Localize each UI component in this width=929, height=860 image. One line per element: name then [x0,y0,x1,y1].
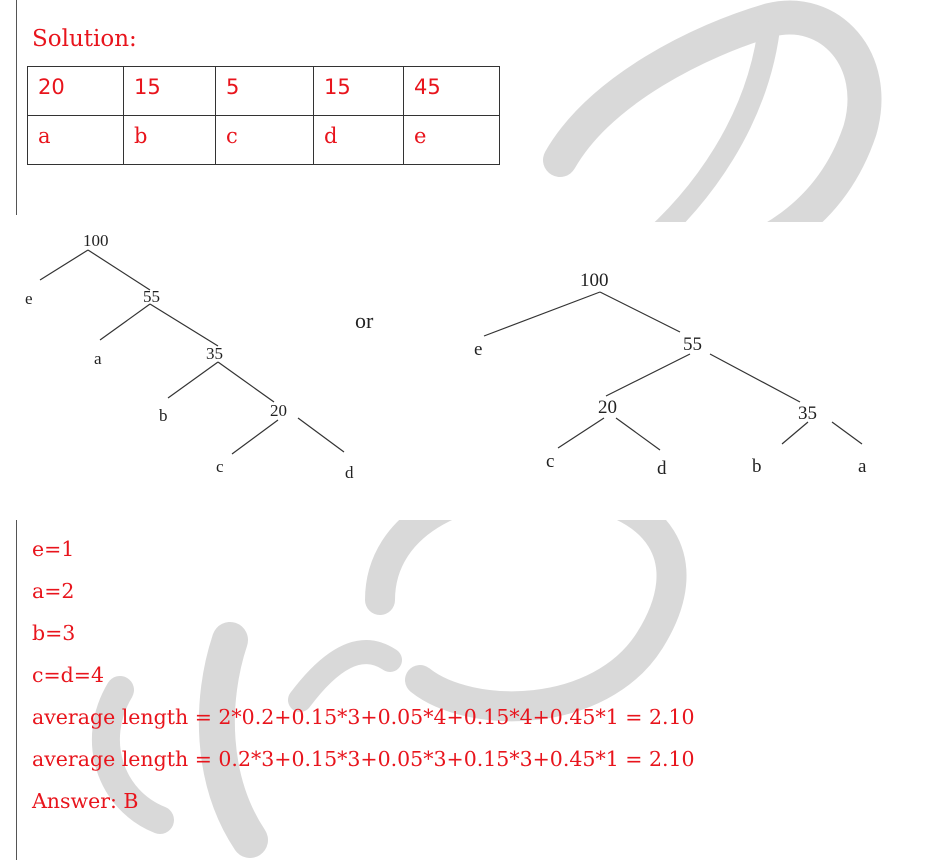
solution-steps: e=1 a=2 b=3 c=d=4 average length = 2*0.2… [32,528,695,822]
code-length-cd: c=d=4 [32,663,105,687]
symbol-cell: b [123,115,216,165]
tree2-leaf-b: b [752,456,762,477]
average-length-tree1: average length = 2*0.2+0.15*3+0.05*4+0.1… [32,705,695,729]
tree2-node-35: 35 [798,403,817,424]
tree1-node-35: 35 [206,344,223,363]
frequency-row: 20 15 5 15 45 [27,66,500,116]
symbol-row: a b c d e [27,115,500,165]
symbol-cell: a [27,115,124,165]
tree2-leaf-d: d [657,458,667,479]
average-length-tree2: average length = 0.2*3+0.15*3+0.05*3+0.1… [32,747,695,771]
tree1-leaf-c: c [216,457,224,476]
tree1-edges [39,249,345,455]
symbol-cell: d [313,115,404,165]
freq-cell: 5 [215,66,314,116]
tree2-leaf-a: a [858,456,867,477]
tree1-leaf-e: e [25,289,33,308]
tree1-leaf-d: d [345,463,354,482]
tree2-node-55: 55 [683,334,702,355]
tree2-node-20: 20 [598,397,617,418]
freq-cell: 15 [123,66,216,116]
huffman-trees-figure: 100 e 55 a 35 b 20 c d or 100 e 55 20 35 [0,222,929,520]
code-length-e: e=1 [32,537,75,561]
tree2-labels: 100 e 55 20 35 c d b a [474,270,867,479]
freq-cell: 45 [403,66,500,116]
tree1-node-20: 20 [270,401,287,420]
code-length-a: a=2 [32,579,75,603]
tree1-labels: 100 e 55 a 35 b 20 c d [25,231,354,482]
freq-cell: 20 [27,66,124,116]
or-separator: or [355,308,374,333]
symbol-cell: c [215,115,314,165]
left-margin-rule-bottom [16,520,17,860]
tree1-node-55: 55 [143,287,160,306]
tree1-leaf-b: b [159,406,168,425]
left-margin-rule-top [16,0,17,215]
frequency-table: 20 15 5 15 45 a b c d e [27,66,500,165]
code-length-b: b=3 [32,621,76,645]
symbol-cell: e [403,115,500,165]
freq-cell: 15 [313,66,404,116]
tree2-leaf-e: e [474,339,482,360]
tree1-node-100: 100 [83,231,109,250]
tree2-leaf-c: c [546,451,554,472]
tree1-leaf-a: a [94,349,102,368]
tree2-edges [483,291,863,451]
tree2-node-100: 100 [580,270,609,291]
answer-line: Answer: B [32,789,139,813]
solution-heading: Solution: [32,26,137,52]
